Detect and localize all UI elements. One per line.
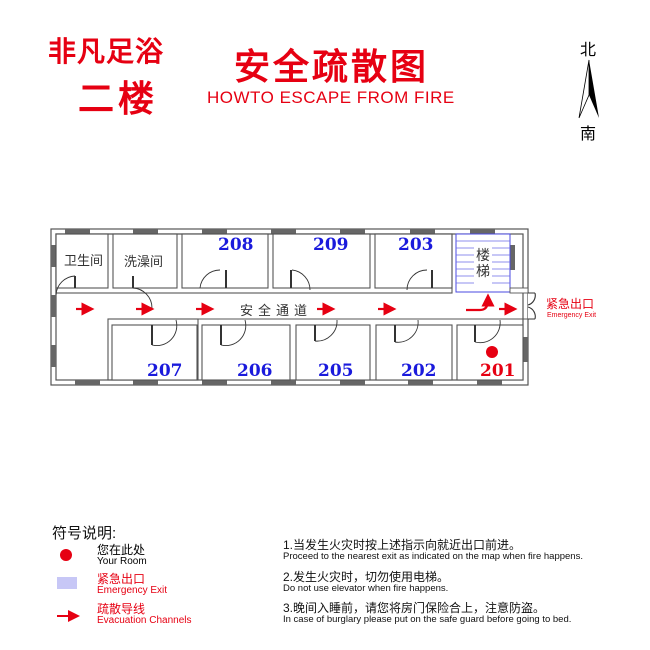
legend-item-your-room: 您在此处 Your Room: [97, 543, 147, 567]
note-en: In case of burglary please put on the sa…: [283, 614, 572, 625]
compass-north-label: 北: [580, 42, 597, 59]
emergency-exit-hatch-icon: [57, 577, 77, 589]
note-cn: 3.晚间入睡前，请您将房门保险合上，注意防盗。: [283, 601, 546, 615]
note-2: 2.发生火灾时，切勿使用电梯。 Do not use elevator when…: [283, 571, 449, 595]
legend-item-evacuation: 疏散导线 Evacuation Channels: [97, 602, 192, 626]
legend-cn: 您在此处: [97, 543, 146, 557]
page-subtitle: HOWTO ESCAPE FROM FIRE: [207, 88, 455, 107]
stairs-label-2: 梯: [476, 264, 490, 280]
brand-name: 非凡足浴: [48, 35, 165, 68]
windows: [51, 229, 528, 385]
page-title: 安全疏散图: [234, 46, 430, 87]
room-number-201: 201: [480, 361, 516, 381]
note-en: Proceed to the nearest exit as indicated…: [283, 551, 583, 562]
floor-label: 二楼: [78, 78, 159, 119]
exit-label-en: Emergency Exit: [547, 312, 596, 319]
you-are-here-icon: [486, 346, 498, 358]
legend-en: Evacuation Channels: [97, 615, 192, 626]
emergency-exit-door: [509, 287, 536, 320]
legend-cn: 疏散导线: [97, 602, 146, 616]
room-number-203: 203: [398, 235, 434, 255]
exit-label-cn: 紧急出口: [546, 296, 594, 311]
room-number-202: 202: [401, 361, 437, 381]
corridor-label: 安全通道: [240, 303, 312, 319]
room-number-207: 207: [147, 361, 183, 381]
room-number-206: 206: [237, 361, 273, 381]
legend-title: 符号说明:: [52, 525, 117, 542]
room-number-208: 208: [218, 235, 254, 255]
red-dot-icon: [60, 549, 72, 561]
legend-en: Your Room: [97, 556, 147, 567]
evacuation-arrow-up-icon: [466, 293, 495, 312]
compass-arrow-icon: [578, 59, 599, 119]
compass-south-label: 南: [580, 126, 597, 143]
note-cn: 1.当发生火灾时按上述指示向就近出口前进。: [283, 538, 522, 552]
legend-en: Emergency Exit: [97, 585, 168, 596]
room-number-205: 205: [318, 361, 354, 381]
note-1: 1.当发生火灾时按上述指示向就近出口前进。 Proceed to the nea…: [283, 539, 583, 563]
note-cn: 2.发生火灾时，切勿使用电梯。: [283, 570, 450, 584]
room-205: [295, 324, 371, 381]
legend-cn: 紧急出口: [97, 572, 146, 586]
stairs-emergency-exit: [455, 233, 511, 293]
room-label-shower: 洗澡间: [124, 255, 163, 270]
room-shower: [112, 233, 178, 289]
room-label-restroom: 卫生间: [64, 254, 103, 269]
room-207: [111, 324, 198, 381]
stairs-label-1: 楼: [476, 248, 490, 264]
legend-item-emergency-exit: 紧急出口 Emergency Exit: [97, 572, 168, 596]
evacuation-arrows: [76, 293, 518, 316]
room-number-209: 209: [313, 235, 349, 255]
note-en: Do not use elevator when fire happens.: [283, 583, 449, 594]
room-203: [374, 233, 453, 289]
note-3: 3.晚间入睡前，请您将房门保险合上，注意防盗。 In case of burgl…: [283, 602, 571, 626]
